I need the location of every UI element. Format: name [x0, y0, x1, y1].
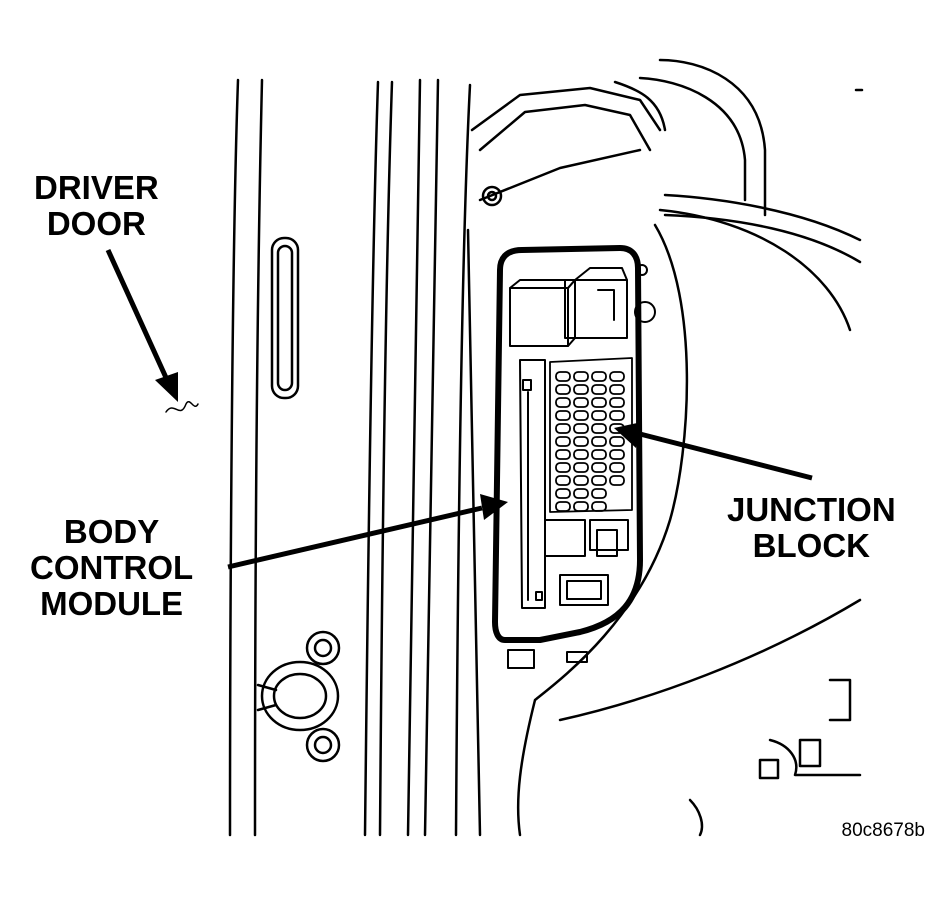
- fuse: [591, 423, 607, 434]
- fuse: [555, 397, 571, 408]
- bcm-label-line3: MODULE: [40, 585, 184, 622]
- fuse-block-outline: [549, 357, 633, 513]
- door-handle-recess: [270, 236, 300, 400]
- fuse: [609, 462, 625, 473]
- fuse: [573, 397, 589, 408]
- fuse: [555, 436, 571, 447]
- fuse: [591, 501, 607, 512]
- fuse: [609, 397, 625, 408]
- door-striker: [256, 630, 341, 763]
- junction-block-label-line2: BLOCK: [752, 527, 870, 564]
- fuse: [609, 384, 625, 395]
- connectors: [507, 519, 629, 669]
- bcm-label-line1: BODY: [63, 513, 160, 550]
- fuse: [591, 371, 607, 382]
- fuse: [555, 423, 571, 434]
- fuse: [573, 475, 589, 486]
- fuse: [591, 488, 607, 499]
- mounting-bolt: [634, 301, 656, 323]
- fuse: [573, 436, 589, 447]
- bcm-label-line2: CONTROL: [30, 549, 194, 586]
- fuse: [573, 371, 589, 382]
- fuse: [573, 384, 589, 395]
- junction-block-arrow: [614, 422, 813, 481]
- fuse: [609, 436, 625, 447]
- fuse: [591, 384, 607, 395]
- junction-block-outline: [492, 245, 643, 643]
- door-frame: [228, 78, 472, 837]
- fuse: [555, 384, 571, 395]
- fuse-array: [549, 357, 633, 513]
- fuse: [573, 449, 589, 460]
- fuse: [555, 475, 571, 486]
- driver-door-label-line1: DRIVER: [34, 169, 159, 206]
- fuse: [555, 371, 571, 382]
- driver-door-label-line2: DOOR: [46, 205, 146, 242]
- fuse: [573, 462, 589, 473]
- fuse: [555, 462, 571, 473]
- bcm-arrow: [227, 494, 508, 570]
- fuse: [573, 410, 589, 421]
- fuse: [555, 501, 571, 512]
- fuse: [555, 488, 571, 499]
- fuse: [609, 371, 625, 382]
- upper-trim: [470, 58, 864, 264]
- door-seal-mark: [165, 401, 199, 413]
- fuse: [555, 449, 571, 460]
- bcm-housing: [519, 359, 546, 609]
- fuse: [591, 410, 607, 421]
- fuse: [591, 475, 607, 486]
- fuse: [609, 449, 625, 460]
- fuse: [591, 462, 607, 473]
- relay: [509, 267, 628, 347]
- driver-door-label: DRIVER DOOR: [34, 170, 159, 242]
- fuse: [591, 449, 607, 460]
- figure-reference: 80c8678b: [841, 820, 925, 841]
- fuse: [573, 488, 589, 499]
- fuse: [591, 397, 607, 408]
- fuse: [591, 436, 607, 447]
- fuse: [573, 501, 589, 512]
- leader-arrows: [105, 248, 813, 570]
- junction-block-label: JUNCTION BLOCK: [727, 492, 896, 564]
- junction-block-label-line1: JUNCTION: [727, 491, 896, 528]
- fuse: [609, 410, 625, 421]
- fuse: [573, 423, 589, 434]
- body-control-module-label: BODY CONTROL MODULE: [30, 514, 193, 622]
- fuse: [555, 410, 571, 421]
- fuse: [609, 475, 625, 486]
- driver-door-arrow: [105, 248, 178, 402]
